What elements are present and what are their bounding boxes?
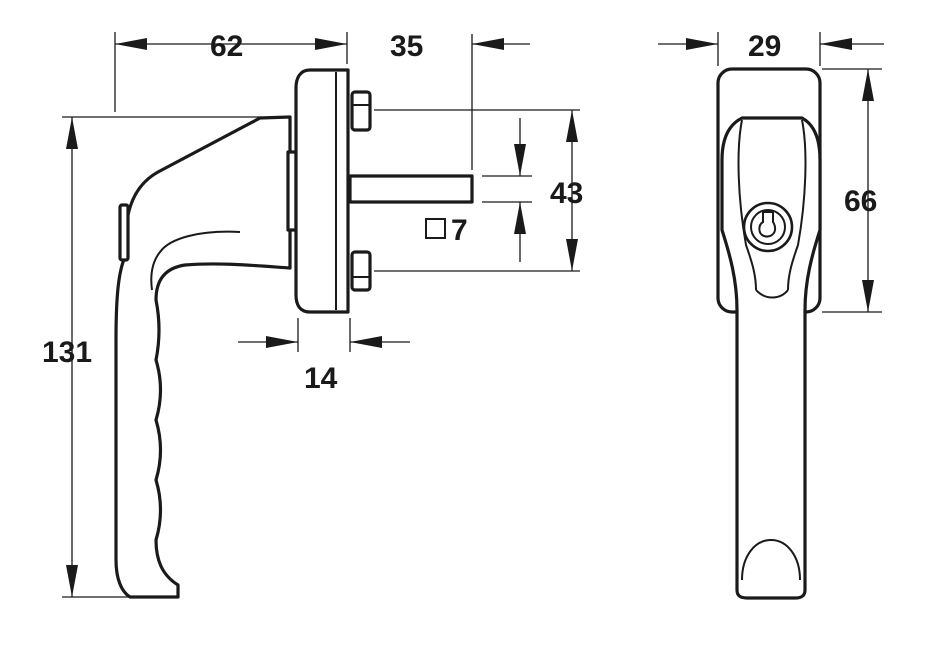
- dim-14-arrow-left: [266, 336, 298, 348]
- side-screw-bottom: [350, 250, 372, 292]
- side-back-tab: [118, 203, 130, 262]
- dim-width-side: 62: [210, 30, 243, 63]
- dim-spindle-length: 35: [390, 30, 423, 63]
- dim-screw-spacing: 43: [550, 177, 583, 210]
- dim-131-arrow-top: [66, 117, 78, 149]
- side-dimensions: 62 35 43 131 14: [42, 30, 583, 598]
- front-grip-recess: [741, 538, 801, 581]
- dim-29-arrow-right: [820, 38, 852, 50]
- square-outline-icon: [425, 218, 446, 239]
- keyhole-icon: [758, 211, 777, 238]
- dim-height: 131: [42, 336, 92, 369]
- dim-spindle-square: 7: [451, 214, 468, 247]
- dim-35-arrow: [472, 38, 504, 50]
- dim-66-arrow-top: [862, 69, 874, 101]
- dim-7-arrow-bottom: [514, 202, 526, 234]
- front-dimensions: 29 66: [658, 30, 884, 313]
- dim-43-arrow-top: [566, 110, 578, 142]
- dim-62-arrow-left: [115, 38, 147, 50]
- side-view: 7: [114, 68, 474, 599]
- front-view: [716, 67, 822, 600]
- dim-43-arrow-bottom: [566, 239, 578, 271]
- side-grip-contour: [150, 230, 241, 291]
- dim-rose-height: 66: [844, 185, 877, 218]
- dim-66-arrow-bottom: [862, 280, 874, 312]
- front-facet-right: [787, 119, 807, 291]
- side-handle-outline: [114, 115, 292, 599]
- front-facet-mid: [755, 289, 789, 299]
- side-base-plate: [294, 68, 350, 314]
- front-lock-cylinder-inner: [750, 209, 786, 245]
- dim-62-arrow-right: [315, 38, 347, 50]
- dim-131-arrow-bottom: [66, 565, 78, 597]
- side-spindle: [348, 174, 474, 204]
- dim-7-arrow-top: [514, 144, 526, 176]
- dim-base-thickness: 14: [304, 362, 338, 395]
- dim-14-arrow-right: [350, 336, 382, 348]
- dim-width-front: 29: [748, 30, 781, 63]
- dim-29-arrow-left: [686, 38, 718, 50]
- side-screw-top: [350, 90, 372, 132]
